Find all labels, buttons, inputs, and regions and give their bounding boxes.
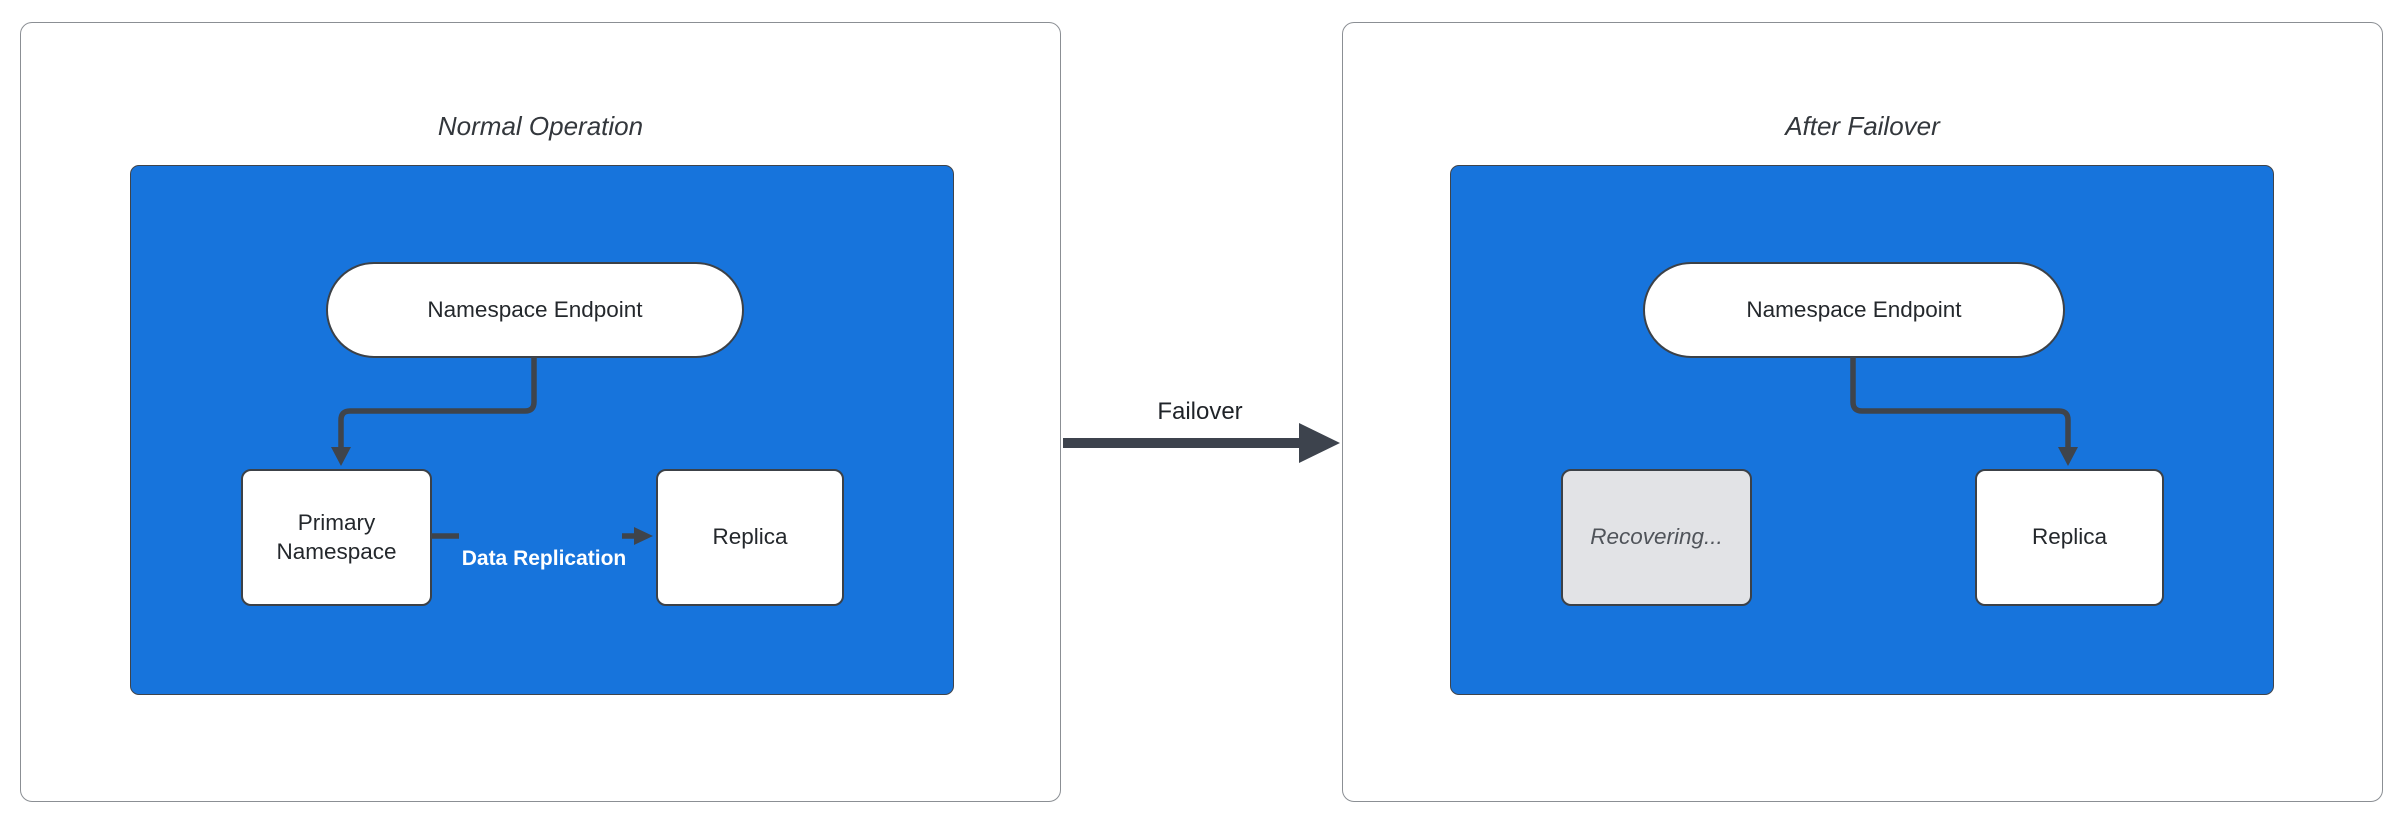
node-replica-right: Replica <box>1975 469 2164 606</box>
namespace-container-left <box>130 165 954 695</box>
node-recovering: Recovering... <box>1561 469 1752 606</box>
panel-title-after-failover: After Failover <box>1785 111 1940 141</box>
panel-after-failover: After Failover Namespace Endpoint Recove… <box>1342 22 2383 802</box>
node-namespace-endpoint-left: Namespace Endpoint <box>326 262 744 358</box>
panel-title-normal-operation: Normal Operation <box>437 111 644 141</box>
node-replica-left: Replica <box>656 469 844 606</box>
node-label: Replica <box>2031 524 2108 550</box>
node-label: Replica <box>712 524 788 550</box>
arrowhead-failover <box>1299 423 1340 463</box>
node-label: Primary Namespace <box>276 509 397 564</box>
edge-label-data-replication: Data Replication <box>461 547 627 570</box>
node-label: Recovering... <box>1590 524 1723 550</box>
node-primary-namespace: Primary Namespace <box>241 469 432 606</box>
node-label: Namespace Endpoint <box>1746 296 1962 322</box>
node-label: Namespace Endpoint <box>427 296 643 322</box>
namespace-container-right <box>1450 165 2274 695</box>
panel-normal-operation: Normal Operation Namespace Endpoint Prim… <box>20 22 1061 802</box>
node-namespace-endpoint-right: Namespace Endpoint <box>1643 262 2065 358</box>
label-failover: Failover <box>1157 398 1243 425</box>
